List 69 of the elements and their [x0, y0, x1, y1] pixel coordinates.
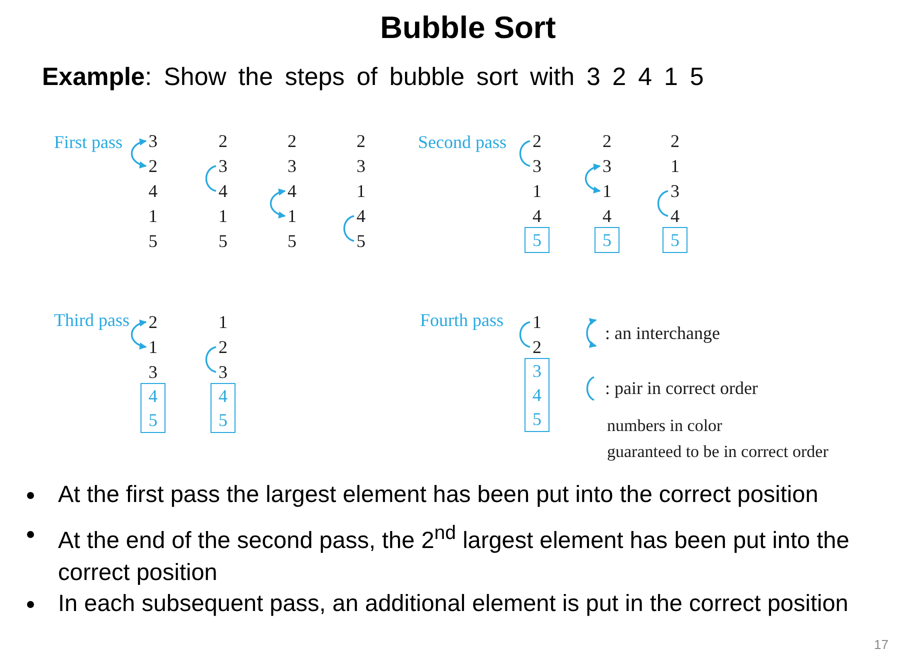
page-number: 17	[874, 636, 888, 654]
swap-arrow	[130, 320, 147, 349]
order-arc	[205, 165, 216, 192]
number-label: 1	[669, 155, 681, 177]
sorted-numbers-box: 4 5	[140, 383, 166, 433]
legend-label: : pair in correct order	[605, 377, 758, 399]
number-label: 2	[147, 155, 159, 177]
number-label: 4	[147, 180, 159, 202]
number-label: 4	[601, 205, 613, 227]
number-label: 3	[217, 361, 229, 383]
number-label: 2	[531, 130, 543, 152]
number-label: 4	[531, 205, 543, 227]
pass-label: Second pass	[418, 131, 506, 153]
number-label: 2	[147, 311, 159, 333]
number-label: 1	[147, 336, 159, 358]
number-label: 2	[286, 130, 298, 152]
sorted-numbers-box: 3 4 5	[524, 358, 550, 432]
sorted-numbers-box: 5	[594, 227, 620, 253]
number-label: 1	[217, 311, 229, 333]
number-label: 1	[147, 205, 159, 227]
pass-label: First pass	[54, 131, 123, 153]
bullet-text: In each subsequent pass, an additional element is put in the correct position	[58, 589, 850, 618]
number-label: 4	[355, 205, 367, 227]
number-label: 1	[531, 311, 543, 333]
number-label: 2	[531, 336, 543, 358]
swap-arrow	[270, 189, 286, 218]
pass-label: Fourth pass	[420, 309, 504, 331]
bullet-text: At the end of the second pass, the 2$^{nd}$ largest element has been put into the correct position	[58, 521, 850, 587]
number-label: 2	[217, 336, 229, 358]
number-label: 3	[531, 155, 543, 177]
number-label: 1	[355, 180, 367, 202]
number-label: 1	[531, 180, 543, 202]
number-label: 3	[669, 180, 681, 202]
legend-label: : an interchange	[605, 322, 720, 344]
order-arc	[519, 140, 530, 167]
number-label: 1	[217, 205, 229, 227]
number-label: 5	[355, 230, 367, 252]
number-label: 2	[601, 130, 613, 152]
number-label: 2	[355, 130, 367, 152]
number-label: 3	[601, 155, 613, 177]
number-label: 3	[355, 155, 367, 177]
slide-title: Bubble Sort	[379, 9, 557, 47]
pass-label: Third pass	[54, 309, 130, 331]
number-label: 3	[286, 155, 298, 177]
number-label: 5	[286, 230, 298, 252]
number-label: 3	[147, 130, 159, 152]
order-arc	[519, 321, 530, 348]
number-label: 3	[147, 361, 159, 383]
order-arc	[205, 346, 216, 373]
sorted-numbers-box: 4 5	[210, 383, 236, 433]
number-label: 4	[217, 180, 229, 202]
number-label: 4	[669, 205, 681, 227]
instruction-text: Example: Show the steps of bubble sort with 3 2 4 1 5	[42, 62, 704, 93]
order-arc	[343, 215, 354, 242]
number-label: 5	[147, 230, 159, 252]
number-label: 1	[286, 205, 298, 227]
swap-arrow	[584, 164, 601, 193]
legend-note: numbers in color guaranteed to be in correct order	[607, 415, 828, 463]
number-label: 2	[669, 130, 681, 152]
swap-arrow	[130, 139, 147, 168]
order-arc	[657, 190, 668, 217]
bullet-text: At the first pass the largest element has been put into the correct position	[58, 480, 820, 509]
number-label: 1	[601, 180, 613, 202]
sorted-numbers-box: 5	[524, 227, 550, 253]
number-label: 4	[286, 180, 298, 202]
number-label: 2	[217, 130, 229, 152]
number-label: 5	[217, 230, 229, 252]
number-label: 3	[217, 155, 229, 177]
sorted-numbers-box: 5	[662, 227, 688, 253]
